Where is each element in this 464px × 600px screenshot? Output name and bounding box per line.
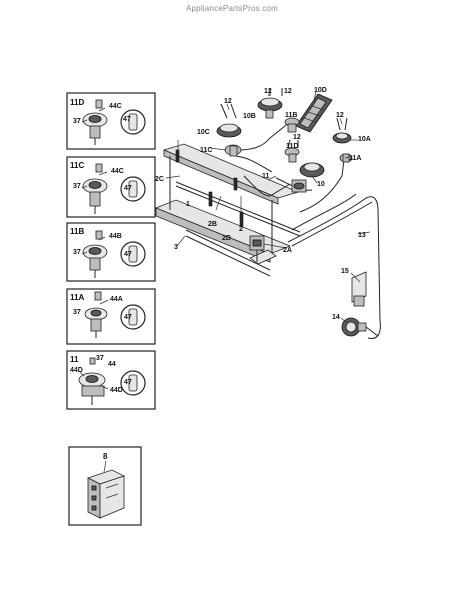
inset-11a: 11A 44A 37 47: [66, 288, 156, 345]
burner-10d: [295, 93, 333, 133]
inset-8-title: 8: [103, 452, 108, 461]
inset-11b-title: 11B: [70, 227, 84, 236]
label-12: 12: [284, 88, 292, 95]
label-2c: 2C: [155, 176, 164, 183]
label-12: 12: [224, 98, 232, 105]
label-2a: 2A: [283, 247, 292, 254]
main-assembly: 12 12 10D 12 10B 11B 12 10C 10A 11C 12 1…: [154, 87, 381, 339]
manifold-bracket: [154, 143, 300, 277]
inset-11-callout-37: 37: [96, 355, 104, 362]
label-2b: 2B: [208, 221, 217, 228]
burner-valve-drawing: [81, 99, 108, 145]
label-10a: 10A: [358, 136, 371, 143]
label-11d: 11D: [286, 143, 298, 150]
inset-11c-callout-44c: 44C: [111, 168, 124, 175]
inset-11b-callout-37: 37: [73, 249, 81, 256]
inset-11d-frame: [66, 92, 156, 150]
inset-11-callout-44d-right: 44D: [110, 387, 123, 394]
label-11: 11: [262, 173, 270, 180]
burner-10b: [257, 97, 283, 119]
label-11b: 11B: [285, 112, 297, 119]
bracket-15: [351, 271, 367, 307]
label-10: 10: [317, 181, 325, 188]
inset-11: 11 37 44 44D 44D 47: [66, 350, 156, 410]
inset-11-title: 11: [70, 355, 79, 364]
regulator-2a: [249, 235, 265, 262]
inset-11d-callout-37: 37: [73, 118, 81, 125]
label-12: 12: [293, 134, 301, 141]
inset-11a-callout-47: 47: [124, 314, 132, 321]
label-11c: 11C: [200, 147, 212, 154]
label-1: 1: [186, 201, 190, 208]
burner-valve-drawing: [84, 291, 109, 338]
label-10b: 10B: [243, 113, 256, 120]
inset-11-callout-44d-left: 44D: [70, 367, 83, 374]
burner-valve-drawing: [78, 357, 109, 405]
label-11a: 11A: [349, 155, 361, 162]
inset-11c-callout-47: 47: [124, 185, 132, 192]
burner-10: [284, 147, 325, 178]
inset-11d-title: 11D: [70, 98, 84, 107]
inset-11b: 11B 44B 37 47: [66, 222, 156, 282]
inset-11b-callout-44b: 44B: [109, 233, 122, 240]
inset-8: 8: [68, 446, 142, 526]
inset-11d-callout-47: 47: [123, 116, 131, 123]
label-15: 15: [341, 268, 349, 275]
screw-set-12: [220, 88, 348, 149]
inset-11d: 11D 44C 37 47: [66, 92, 156, 150]
inset-11c-callout-37: 37: [73, 183, 81, 190]
label-12: 12: [336, 112, 344, 119]
label-3: 3: [174, 244, 178, 251]
burner-10c: [216, 123, 242, 157]
inset-11a-callout-37: 37: [73, 309, 81, 316]
label-13: 13: [358, 232, 366, 239]
label-10c: 10C: [197, 129, 210, 136]
watermark: AppliancePartsPros.com: [186, 4, 278, 13]
valve-11: [291, 179, 307, 193]
inset-11d-callout-44c: 44C: [109, 103, 122, 110]
inset-11c-title: 11C: [70, 161, 84, 170]
label-14: 14: [332, 314, 340, 321]
spark-module-drawing: [86, 469, 126, 519]
label-2: 2: [239, 226, 243, 233]
inset-11-callout-47: 47: [124, 379, 132, 386]
label-10d: 10D: [314, 87, 327, 94]
inset-11a-callout-44a: 44A: [110, 296, 123, 303]
inset-11b-callout-47: 47: [124, 251, 132, 258]
label-12: 12: [264, 88, 272, 95]
burner-valve-drawing: [81, 230, 108, 278]
label-2d: 2D: [222, 235, 231, 242]
inset-11a-title: 11A: [70, 293, 84, 302]
burner-valve-drawing: [81, 163, 108, 214]
inset-11c: 11C 44C 37 47: [66, 156, 156, 218]
manifold-pipe: [175, 181, 301, 233]
burner-11b: [284, 117, 300, 133]
pressure-regulator-14: [341, 317, 379, 337]
inset-11-callout-44: 44: [108, 361, 116, 368]
